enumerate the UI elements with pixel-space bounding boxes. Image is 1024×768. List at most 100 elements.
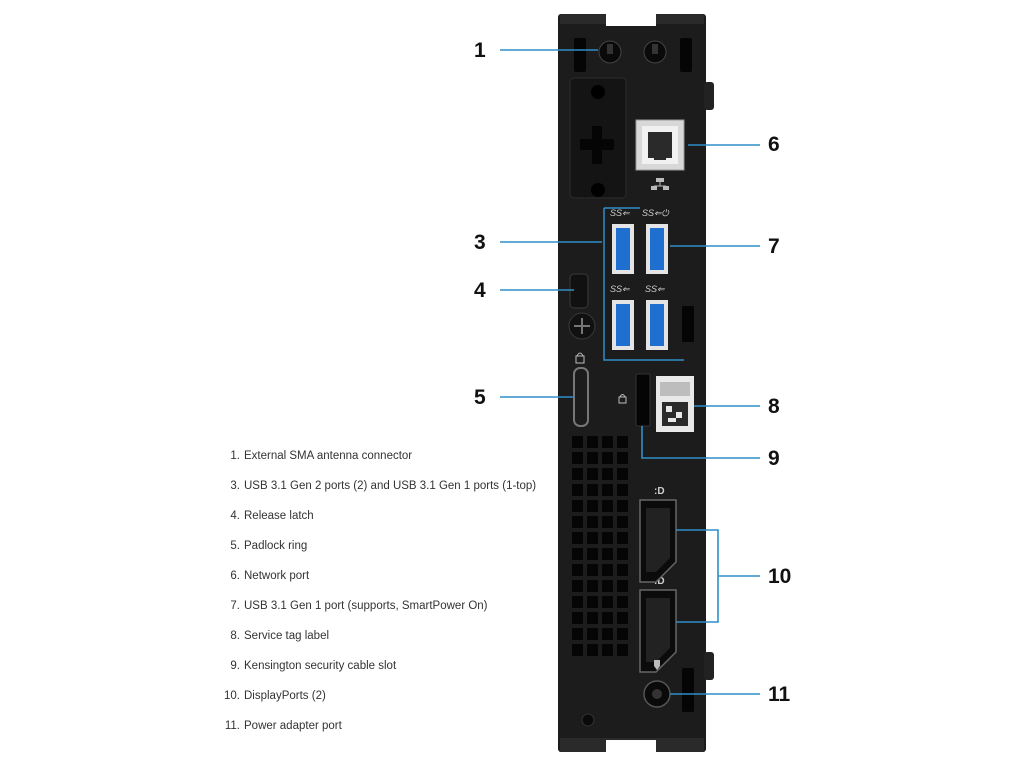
- antenna-connector-icon: [598, 40, 667, 64]
- vent-hole: [572, 564, 583, 576]
- io-plate-hole-top: [591, 85, 605, 99]
- vent-hole: [587, 612, 598, 624]
- vent-hole: [602, 436, 613, 448]
- vent-hole: [572, 628, 583, 640]
- vent-hole: [572, 436, 583, 448]
- leader-lines: [500, 49, 760, 695]
- legend-text: External SMA antenna connector: [244, 450, 413, 462]
- power-adapter-port: [643, 680, 671, 708]
- power-plug-icon: [654, 660, 660, 670]
- legend-text: Power adapter port: [244, 720, 342, 732]
- service-tag-label: [656, 376, 694, 432]
- legend-item: 1. External SMA antenna connector: [210, 450, 412, 462]
- vent-hole: [602, 532, 613, 544]
- legend-text: Service tag label: [244, 630, 330, 642]
- vent-hole: [572, 548, 583, 560]
- callout-4: 4: [474, 279, 486, 302]
- vent-hole: [617, 436, 628, 448]
- legend-text: USB 3.1 Gen 2 ports (2) and USB 3.1 Gen …: [244, 480, 537, 492]
- vent-hole: [587, 548, 598, 560]
- usb-ports: [612, 224, 668, 350]
- usb-ss-icon: SS⇐ SS⇐⏻ SS⇐ SS⇐: [610, 208, 670, 294]
- vent-hole: [602, 484, 613, 496]
- svg-text:SS⇐⏻: SS⇐⏻: [642, 208, 670, 218]
- vent-hole: [587, 516, 598, 528]
- vent-hole: [617, 516, 628, 528]
- legend-item: 3. USB 3.1 Gen 2 ports (2) and USB 3.1 Ge…: [210, 480, 536, 492]
- legend-number: 10.: [224, 690, 240, 702]
- legend-number: 6.: [230, 570, 240, 582]
- legend-number: 11.: [224, 720, 240, 732]
- vent-hole: [602, 644, 613, 656]
- svg-text::D: :D: [654, 576, 665, 587]
- vent-hole: [617, 548, 628, 560]
- callout-5: 5: [474, 386, 486, 409]
- vent-hole: [572, 500, 583, 512]
- legend-item: 10. DisplayPorts (2): [210, 690, 326, 702]
- top-vent-left: [574, 38, 586, 72]
- vent-hole: [587, 532, 598, 544]
- io-plate-hole-bottom: [591, 183, 605, 197]
- legend-item: 7.USB 3.1 Gen 1 port (supports, SmartPow…: [210, 600, 488, 612]
- svg-text:SS⇐: SS⇐: [610, 208, 630, 218]
- svg-text:SS⇐: SS⇐: [645, 284, 665, 294]
- usb-group-bracket: [603, 208, 684, 361]
- vent-hole: [587, 484, 598, 496]
- vent-hole: [587, 468, 598, 480]
- legend-number: 8.: [230, 630, 240, 642]
- vent-hole: [572, 484, 583, 496]
- legend-item: 6. Network port: [210, 570, 309, 582]
- vent-hole: [617, 452, 628, 464]
- vent-hole: [587, 596, 598, 608]
- legend-item: 4. Release latch: [210, 510, 314, 522]
- legend-text: USB 3.1 Gen 1 port (supports, SmartPower…: [244, 600, 488, 612]
- vent-hole: [617, 500, 628, 512]
- chassis-top-notch: [606, 14, 656, 26]
- callout-7: 7: [768, 235, 780, 258]
- legend-item: 11. Power adapter port: [210, 720, 342, 732]
- vent-hole: [572, 468, 583, 480]
- displayport-icon: :D :D: [654, 486, 665, 587]
- svg-text::D: :D: [654, 486, 665, 497]
- vent-hole: [602, 628, 613, 640]
- vent-hole: [602, 468, 613, 480]
- legend-number: 3.: [230, 480, 240, 492]
- network-icon: [651, 178, 669, 190]
- svg-text:SS⇐: SS⇐: [610, 284, 630, 294]
- vent-hole: [602, 580, 613, 592]
- vent-hole: [587, 564, 598, 576]
- vent-hole: [602, 596, 613, 608]
- vent-hole: [572, 596, 583, 608]
- vent-hole: [602, 500, 613, 512]
- callout-1: 1: [474, 39, 486, 62]
- vent-hole: [572, 532, 583, 544]
- callout-6: 6: [768, 133, 780, 156]
- callout-3: 3: [474, 231, 486, 254]
- kensington-slot: [635, 373, 651, 427]
- vent-hole: [602, 548, 613, 560]
- vent-hole: [617, 644, 628, 656]
- vent-hole: [587, 452, 598, 464]
- vent-hole: [587, 436, 598, 448]
- vent-hole: [617, 484, 628, 496]
- vent-hole: [602, 612, 613, 624]
- legend-text: Kensington security cable slot: [244, 660, 397, 672]
- callout-10: 10: [768, 565, 792, 588]
- ventilation-grid: [572, 436, 628, 656]
- vent-hole: [602, 516, 613, 528]
- vent-hole: [617, 596, 628, 608]
- legend-text: Release latch: [244, 510, 314, 522]
- legend-item: 5.Padlock ring: [210, 540, 307, 552]
- legend-number: 4.: [230, 510, 240, 522]
- legend-text: Network port: [244, 570, 310, 582]
- vent-hole: [617, 580, 628, 592]
- legend-number: 1.: [230, 450, 240, 462]
- bottom-right-slot: [682, 668, 694, 712]
- release-latch: [568, 273, 596, 340]
- displayports: [639, 499, 677, 673]
- legend-number: 9.: [230, 660, 240, 672]
- vent-hole: [617, 532, 628, 544]
- legend-text: DisplayPorts (2): [244, 690, 326, 702]
